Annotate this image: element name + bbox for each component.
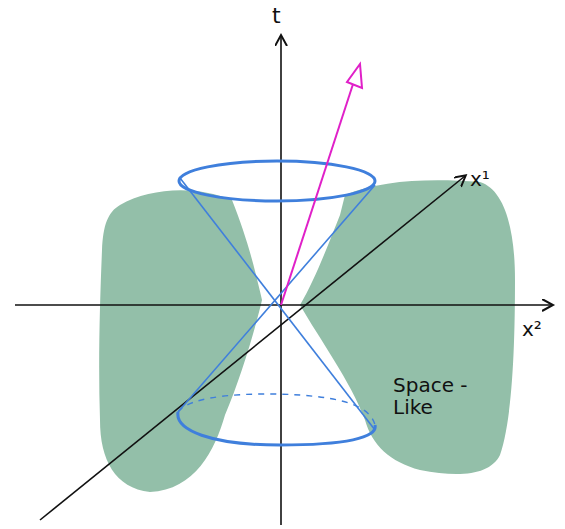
axis-label: x² — [522, 318, 542, 340]
x1-axis — [40, 176, 465, 520]
timelike-vector — [281, 78, 355, 305]
region-label: Space -Like — [393, 374, 473, 418]
vector-arrowhead — [347, 64, 362, 88]
light-cone — [178, 161, 375, 445]
spacelike-region — [300, 180, 515, 474]
axis-label: x¹ — [470, 168, 490, 190]
axis-label: t — [272, 4, 281, 28]
x2-axis — [15, 304, 552, 306]
spacelike-region — [99, 190, 262, 492]
t-axis — [280, 36, 282, 525]
